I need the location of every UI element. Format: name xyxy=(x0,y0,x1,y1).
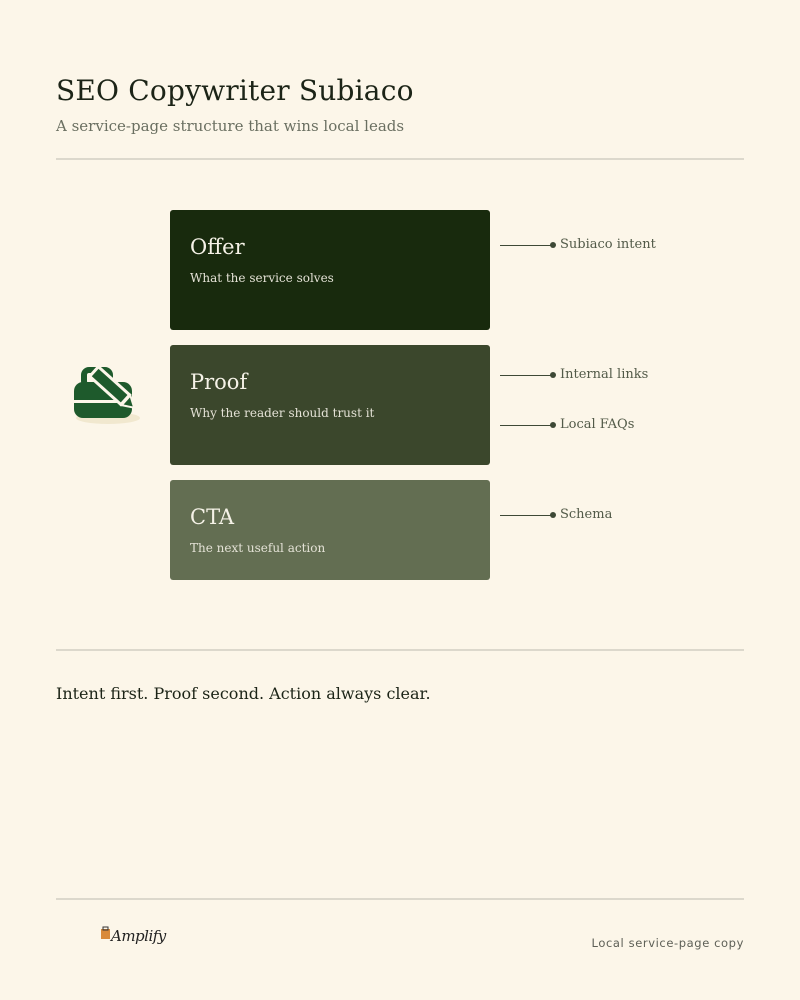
connector-dot xyxy=(550,242,556,248)
block-title: Offer xyxy=(190,235,245,259)
connector-line xyxy=(500,515,552,516)
page-subtitle: A service-page structure that wins local… xyxy=(56,117,405,135)
block-cta: CTA The next useful action xyxy=(170,480,490,580)
toolbox-pencil-icon xyxy=(70,362,144,426)
connector-line xyxy=(500,375,552,376)
page-title: SEO Copywriter Subiaco xyxy=(56,74,414,107)
block-description: The next useful action xyxy=(190,541,326,555)
tagline: Intent first. Proof second. Action alway… xyxy=(56,684,431,703)
connector-dot xyxy=(550,372,556,378)
block-description: What the service solves xyxy=(190,271,334,285)
block-proof: Proof Why the reader should trust it xyxy=(170,345,490,465)
connector-dot xyxy=(550,512,556,518)
block-title: CTA xyxy=(190,505,235,529)
divider-bottom xyxy=(56,898,744,900)
footer-note: Local service-page copy xyxy=(591,936,744,950)
brand-logo: Amplify xyxy=(99,922,166,956)
annotation-subiaco-intent: Subiaco intent xyxy=(560,237,656,252)
connector-line xyxy=(500,245,552,246)
block-description: Why the reader should trust it xyxy=(190,406,375,420)
divider-middle xyxy=(56,649,744,651)
divider-top xyxy=(56,158,744,160)
annotation-local-faqs: Local FAQs xyxy=(560,417,635,432)
block-offer: Offer What the service solves xyxy=(170,210,490,330)
block-title: Proof xyxy=(190,370,248,394)
annotation-internal-links: Internal links xyxy=(560,367,649,382)
connector-dot xyxy=(550,422,556,428)
logo-wordmark: Amplify xyxy=(111,927,166,945)
connector-line xyxy=(500,425,552,426)
annotation-schema: Schema xyxy=(560,507,613,522)
